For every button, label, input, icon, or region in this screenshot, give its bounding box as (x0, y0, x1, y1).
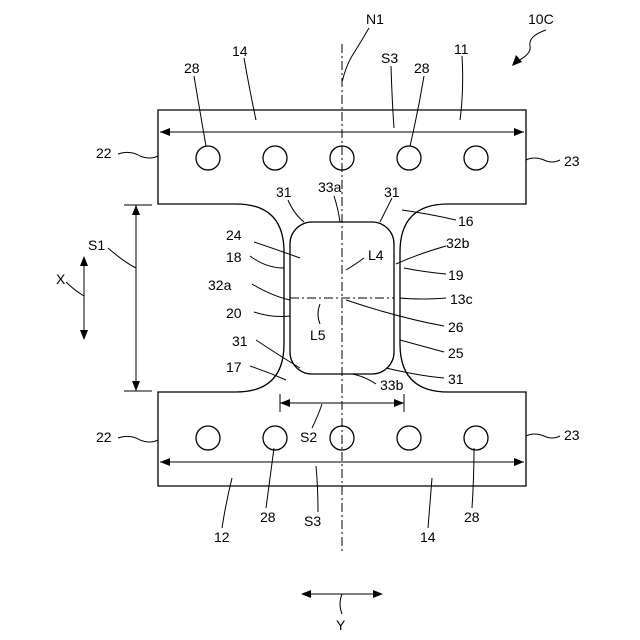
label-25: 25 (448, 345, 464, 361)
label-23-top: 23 (564, 153, 580, 169)
dimension-s1 (124, 205, 152, 391)
label-10c: 10C (528, 11, 554, 27)
hole (196, 426, 220, 450)
label-s3-top: S3 (381, 50, 398, 66)
label-17: 17 (226, 359, 242, 375)
hole (464, 426, 488, 450)
hole (397, 426, 421, 450)
label-y: Y (336, 617, 346, 633)
label-s3-bottom: S3 (304, 513, 321, 529)
label-19: 19 (448, 267, 464, 283)
label-26: 26 (448, 319, 464, 335)
label-31-top-right: 31 (384, 184, 400, 200)
label-31-bottom-right: 31 (448, 371, 464, 387)
label-24: 24 (226, 227, 242, 243)
label-14-top: 14 (232, 43, 248, 59)
direction-arrow-x (80, 256, 88, 340)
hole (196, 146, 220, 170)
hole (263, 146, 287, 170)
label-13c: 13c (450, 291, 473, 307)
label-11: 11 (454, 41, 469, 57)
label-12: 12 (214, 529, 230, 545)
label-31-bottom-left: 31 (232, 333, 248, 349)
label-20: 20 (226, 305, 242, 321)
label-14-bottom: 14 (420, 529, 436, 545)
hole (263, 426, 287, 450)
label-28-bottom-right: 28 (464, 509, 480, 525)
label-18: 18 (226, 249, 242, 265)
label-16: 16 (458, 213, 474, 229)
label-s1: S1 (88, 237, 105, 253)
reference-arrow-10c (512, 30, 546, 66)
hole (464, 146, 488, 170)
label-28-bottom-left: 28 (260, 509, 276, 525)
label-33b: 33b (380, 377, 404, 393)
hole (397, 146, 421, 170)
label-l4: L4 (368, 247, 384, 263)
label-n1: N1 (366, 11, 384, 27)
label-23-bottom: 23 (564, 427, 580, 443)
label-l5: L5 (310, 327, 326, 343)
label-32b: 32b (446, 235, 470, 251)
label-s2: S2 (300, 429, 317, 445)
label-28-top-left: 28 (184, 60, 200, 76)
label-28-top-right: 28 (414, 60, 430, 76)
label-32a: 32a (208, 277, 232, 293)
label-22-top: 22 (96, 145, 112, 161)
label-33a: 33a (318, 179, 342, 195)
label-31-top-left: 31 (276, 184, 292, 200)
label-x: X (56, 271, 66, 287)
reference-labels: 10C N1 S3 14 11 28 28 22 23 31 33a 31 16… (56, 11, 580, 633)
label-22-bottom: 22 (96, 429, 112, 445)
